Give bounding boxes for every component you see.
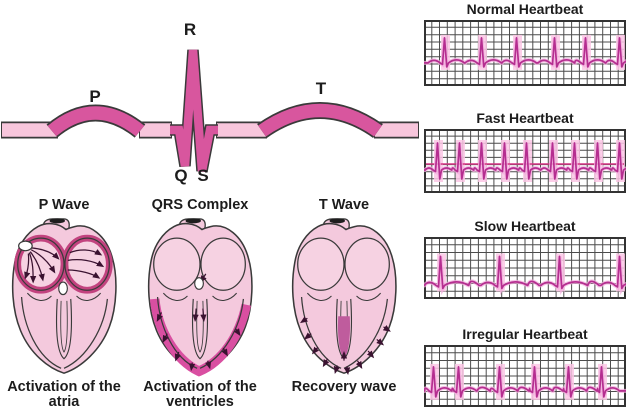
- pqrst-ribbon-svg: [1, 49, 419, 173]
- ecg-trace: [424, 142, 626, 180]
- pqrst-ribbon-diagram: P R T Q S: [0, 0, 420, 195]
- p-wave-label: P: [89, 87, 101, 106]
- ecg-strip-chart-slow: [424, 237, 626, 299]
- s-wave-label: S: [197, 166, 209, 185]
- ecg-strip-title-irregular: Irregular Heartbeat: [462, 326, 588, 342]
- ecg-strip-title-fast: Fast Heartbeat: [476, 110, 574, 126]
- ecg-trace: [424, 255, 626, 290]
- ecg-strip-fast: Fast Heartbeat: [424, 109, 626, 193]
- q-wave-label: Q: [174, 166, 188, 185]
- ecg-trace: [424, 37, 626, 68]
- ecg-grid-border: [424, 345, 626, 407]
- r-wave-label: R: [183, 20, 197, 39]
- ecg-strip-irregular: Irregular Heartbeat: [424, 325, 626, 407]
- heart-svg-p: [11, 218, 117, 374]
- ecg-strip-title-slow: Slow Heartbeat: [474, 218, 576, 234]
- ecg-strip-slow: Slow Heartbeat: [424, 217, 626, 299]
- ecg-strip-chart-normal: [424, 20, 626, 86]
- ecg-strip-chart-irregular: [424, 345, 626, 407]
- heart-illustration-t-wave: [274, 216, 414, 380]
- ecg-strip-normal: Normal Heartbeat: [424, 0, 626, 86]
- t-wave-label: T: [315, 79, 327, 98]
- heart-title-qrs-complex: QRS Complex: [151, 197, 249, 213]
- heart-title-p-wave: P Wave: [38, 197, 90, 213]
- ecg-trace: [424, 366, 626, 398]
- heart-illustration-p-wave: [0, 216, 128, 380]
- heart-title-t-wave: T Wave: [318, 197, 370, 213]
- ecg-strip-chart-fast: [424, 129, 626, 193]
- heart-svg-qrs: [147, 218, 253, 377]
- heart-caption-t-wave: Recovery wave: [291, 379, 397, 395]
- heart-card-t-wave: T Wave Recovery wave: [274, 196, 414, 418]
- heart-svg-t: [291, 218, 397, 376]
- ecg-strip-title-normal: Normal Heartbeat: [466, 1, 584, 17]
- heart-illustration-qrs-complex: [134, 216, 266, 380]
